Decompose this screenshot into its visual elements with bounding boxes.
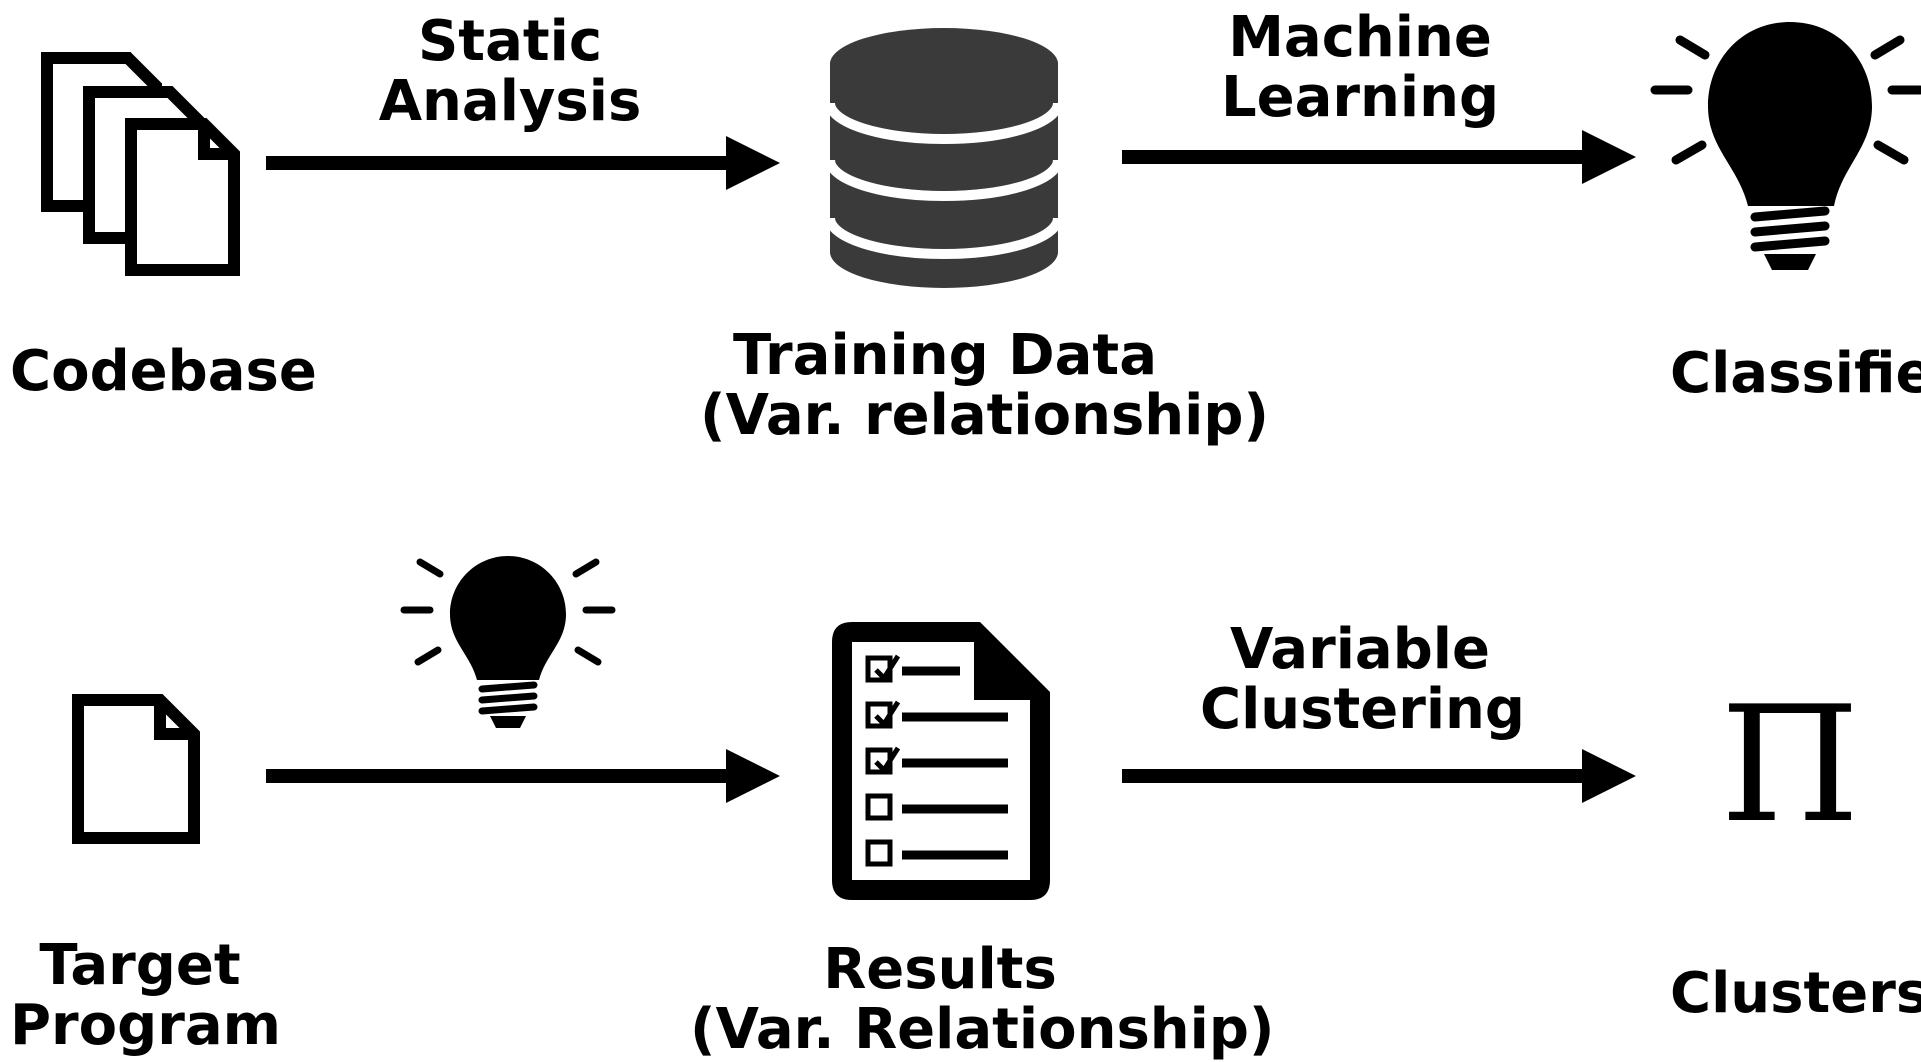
arrow2-label: Machine Learning [1220, 8, 1500, 128]
arrow1-label-line2: Analysis [378, 69, 642, 134]
database-icon [825, 28, 1063, 288]
training-data-label: Training Data (Var. relationship) [700, 323, 1270, 448]
arrow1-label-line1: Static [417, 9, 603, 74]
arrow4-label-line1: Variable [1230, 617, 1490, 682]
results-label: Results (Var. Relationship) [690, 937, 1275, 1062]
arrow4-label: Variable Clustering [1200, 617, 1526, 742]
document-icon [72, 694, 200, 844]
training-data-label-line1: Training Data [733, 323, 1157, 388]
arrow-machine-learning [1122, 130, 1636, 184]
lightbulb-icon [400, 556, 616, 728]
arrow-static-analysis [266, 136, 780, 190]
arrow-apply-classifier [266, 749, 780, 803]
arrow2-label-line1: Machine [1228, 5, 1492, 70]
clusters-label: Clusters [1670, 961, 1921, 1026]
arrow-variable-clustering [1122, 749, 1636, 803]
checklist-document-icon [832, 622, 1050, 900]
target-program-label: Target Program [10, 933, 281, 1058]
clusters-symbol: Π [1720, 671, 1860, 858]
training-data-label-line2: (Var. relationship) [700, 383, 1270, 448]
lightbulb-icon [1650, 22, 1921, 270]
arrow2-label-line2: Learning [1220, 65, 1500, 130]
results-label-line2: (Var. Relationship) [690, 997, 1275, 1062]
classifier-label: Classifier [1670, 341, 1921, 406]
target-program-label-line1: Target [39, 933, 241, 998]
arrow1-label: Static Analysis [370, 12, 650, 132]
target-program-label-line2: Program [10, 993, 281, 1058]
arrow4-label-line2: Clustering [1200, 677, 1526, 742]
stacked-documents-icon [41, 52, 240, 276]
results-label-line1: Results [823, 937, 1057, 1002]
codebase-label: Codebase [10, 339, 317, 404]
